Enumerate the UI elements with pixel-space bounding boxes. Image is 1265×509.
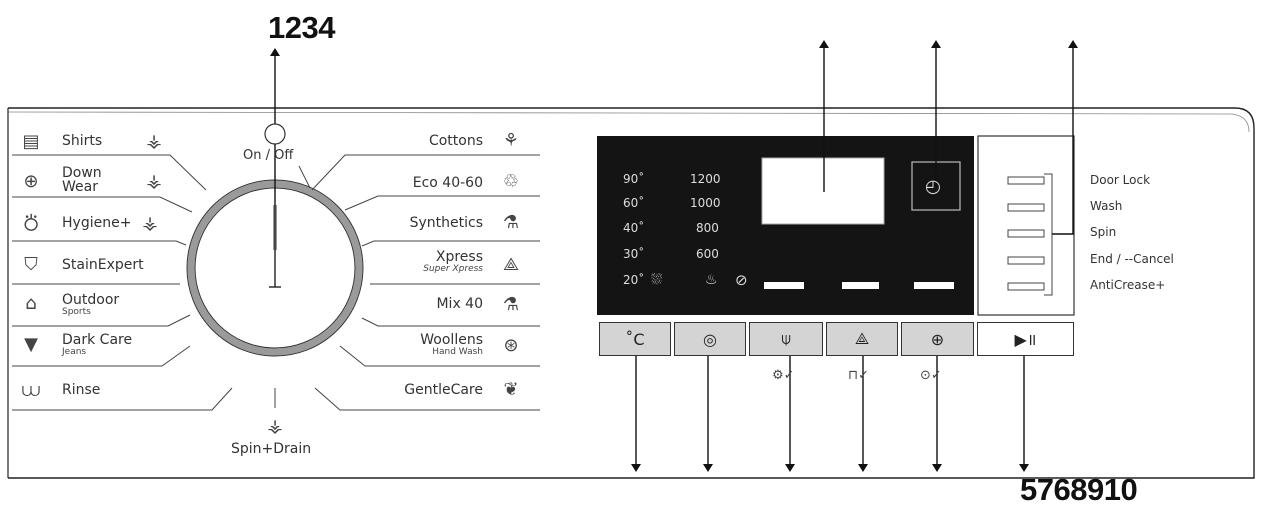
program-hygiene[interactable]: Hygiene+ — [62, 215, 132, 231]
bubble-icon: ⚶ — [146, 171, 162, 192]
stain-expert-icon: ⛉ — [24, 254, 38, 275]
rinse-icon: ⩊ — [21, 380, 41, 401]
synthetics-icon: ⚗ — [502, 212, 520, 233]
option-button[interactable]: ⟁ — [826, 322, 898, 356]
bubble-icon: ⚶ — [146, 131, 162, 152]
rinse-hold-icon: ⊘ — [735, 271, 748, 289]
woollens-icon: ⊛ — [503, 335, 519, 356]
spin-drain-icon: ⚶ — [267, 416, 283, 437]
program-synthetics[interactable]: Synthetics — [409, 215, 483, 231]
on-off-label: On / Off — [243, 148, 294, 163]
mix-icon: ⚗ — [502, 294, 520, 315]
program-eco-40-60[interactable]: Eco 40-60 — [412, 175, 483, 191]
program-rinse[interactable]: Rinse — [62, 382, 101, 398]
soil-level-button[interactable]: ⍦ — [749, 322, 823, 356]
status-indicator-panel — [977, 135, 1075, 316]
status-anticrease: AntiCrease+ — [1090, 278, 1166, 292]
program-cottons[interactable]: Cottons — [428, 133, 483, 149]
temperature-button[interactable]: ˚C — [599, 322, 671, 356]
program-mix-40[interactable]: Mix 40 — [436, 296, 483, 312]
child-lock-icon: ⚙✓ — [772, 368, 795, 383]
no-spin-icon: ♨ — [705, 272, 718, 288]
program-gentle-care[interactable]: GentleCare — [404, 382, 483, 398]
status-door-lock: Door Lock — [1090, 173, 1151, 187]
program-stain-expert[interactable]: StainExpert — [62, 257, 144, 273]
program-spin-drain[interactable]: Spin+Drain — [231, 441, 312, 457]
timer-icon: ◴ — [925, 176, 941, 197]
status-end-cancel: End / --Cancel — [1090, 252, 1174, 266]
hygiene-icon: ⛣ — [22, 213, 40, 234]
program-shirts[interactable]: Shirts — [62, 133, 103, 149]
panel-outline — [8, 107, 1255, 479]
tap-cold-icon: ⛆ — [651, 272, 663, 288]
time-window — [761, 157, 885, 225]
status-spin: Spin — [1090, 225, 1117, 239]
shirts-icon: ▤ — [22, 131, 40, 152]
dark-care-icon: ▼ — [24, 334, 38, 355]
gentle-care-icon: ❦ — [503, 379, 519, 400]
status-wash: Wash — [1090, 199, 1123, 213]
spin-button[interactable]: ◎ — [674, 322, 746, 356]
door-lock-icon: ⊓✓ — [848, 368, 870, 383]
bubble-icon: ⚶ — [142, 213, 158, 234]
outdoor-icon: ⌂ — [25, 293, 37, 314]
delay-end-button[interactable]: ⊕ — [901, 322, 974, 356]
xpress-icon: ⟁ — [502, 254, 520, 275]
sound-icon: ⊙✓ — [920, 368, 942, 383]
cottons-icon: ⚘ — [502, 130, 520, 151]
eco-icon: ♲ — [502, 171, 520, 192]
callout-top-numbers: 1234 — [268, 10, 335, 45]
down-wear-icon: ⊕ — [23, 171, 39, 192]
start-pause-button[interactable]: ▶॥ — [977, 322, 1074, 356]
on-off-indicator — [264, 123, 286, 145]
on-off-button[interactable] — [265, 124, 285, 144]
